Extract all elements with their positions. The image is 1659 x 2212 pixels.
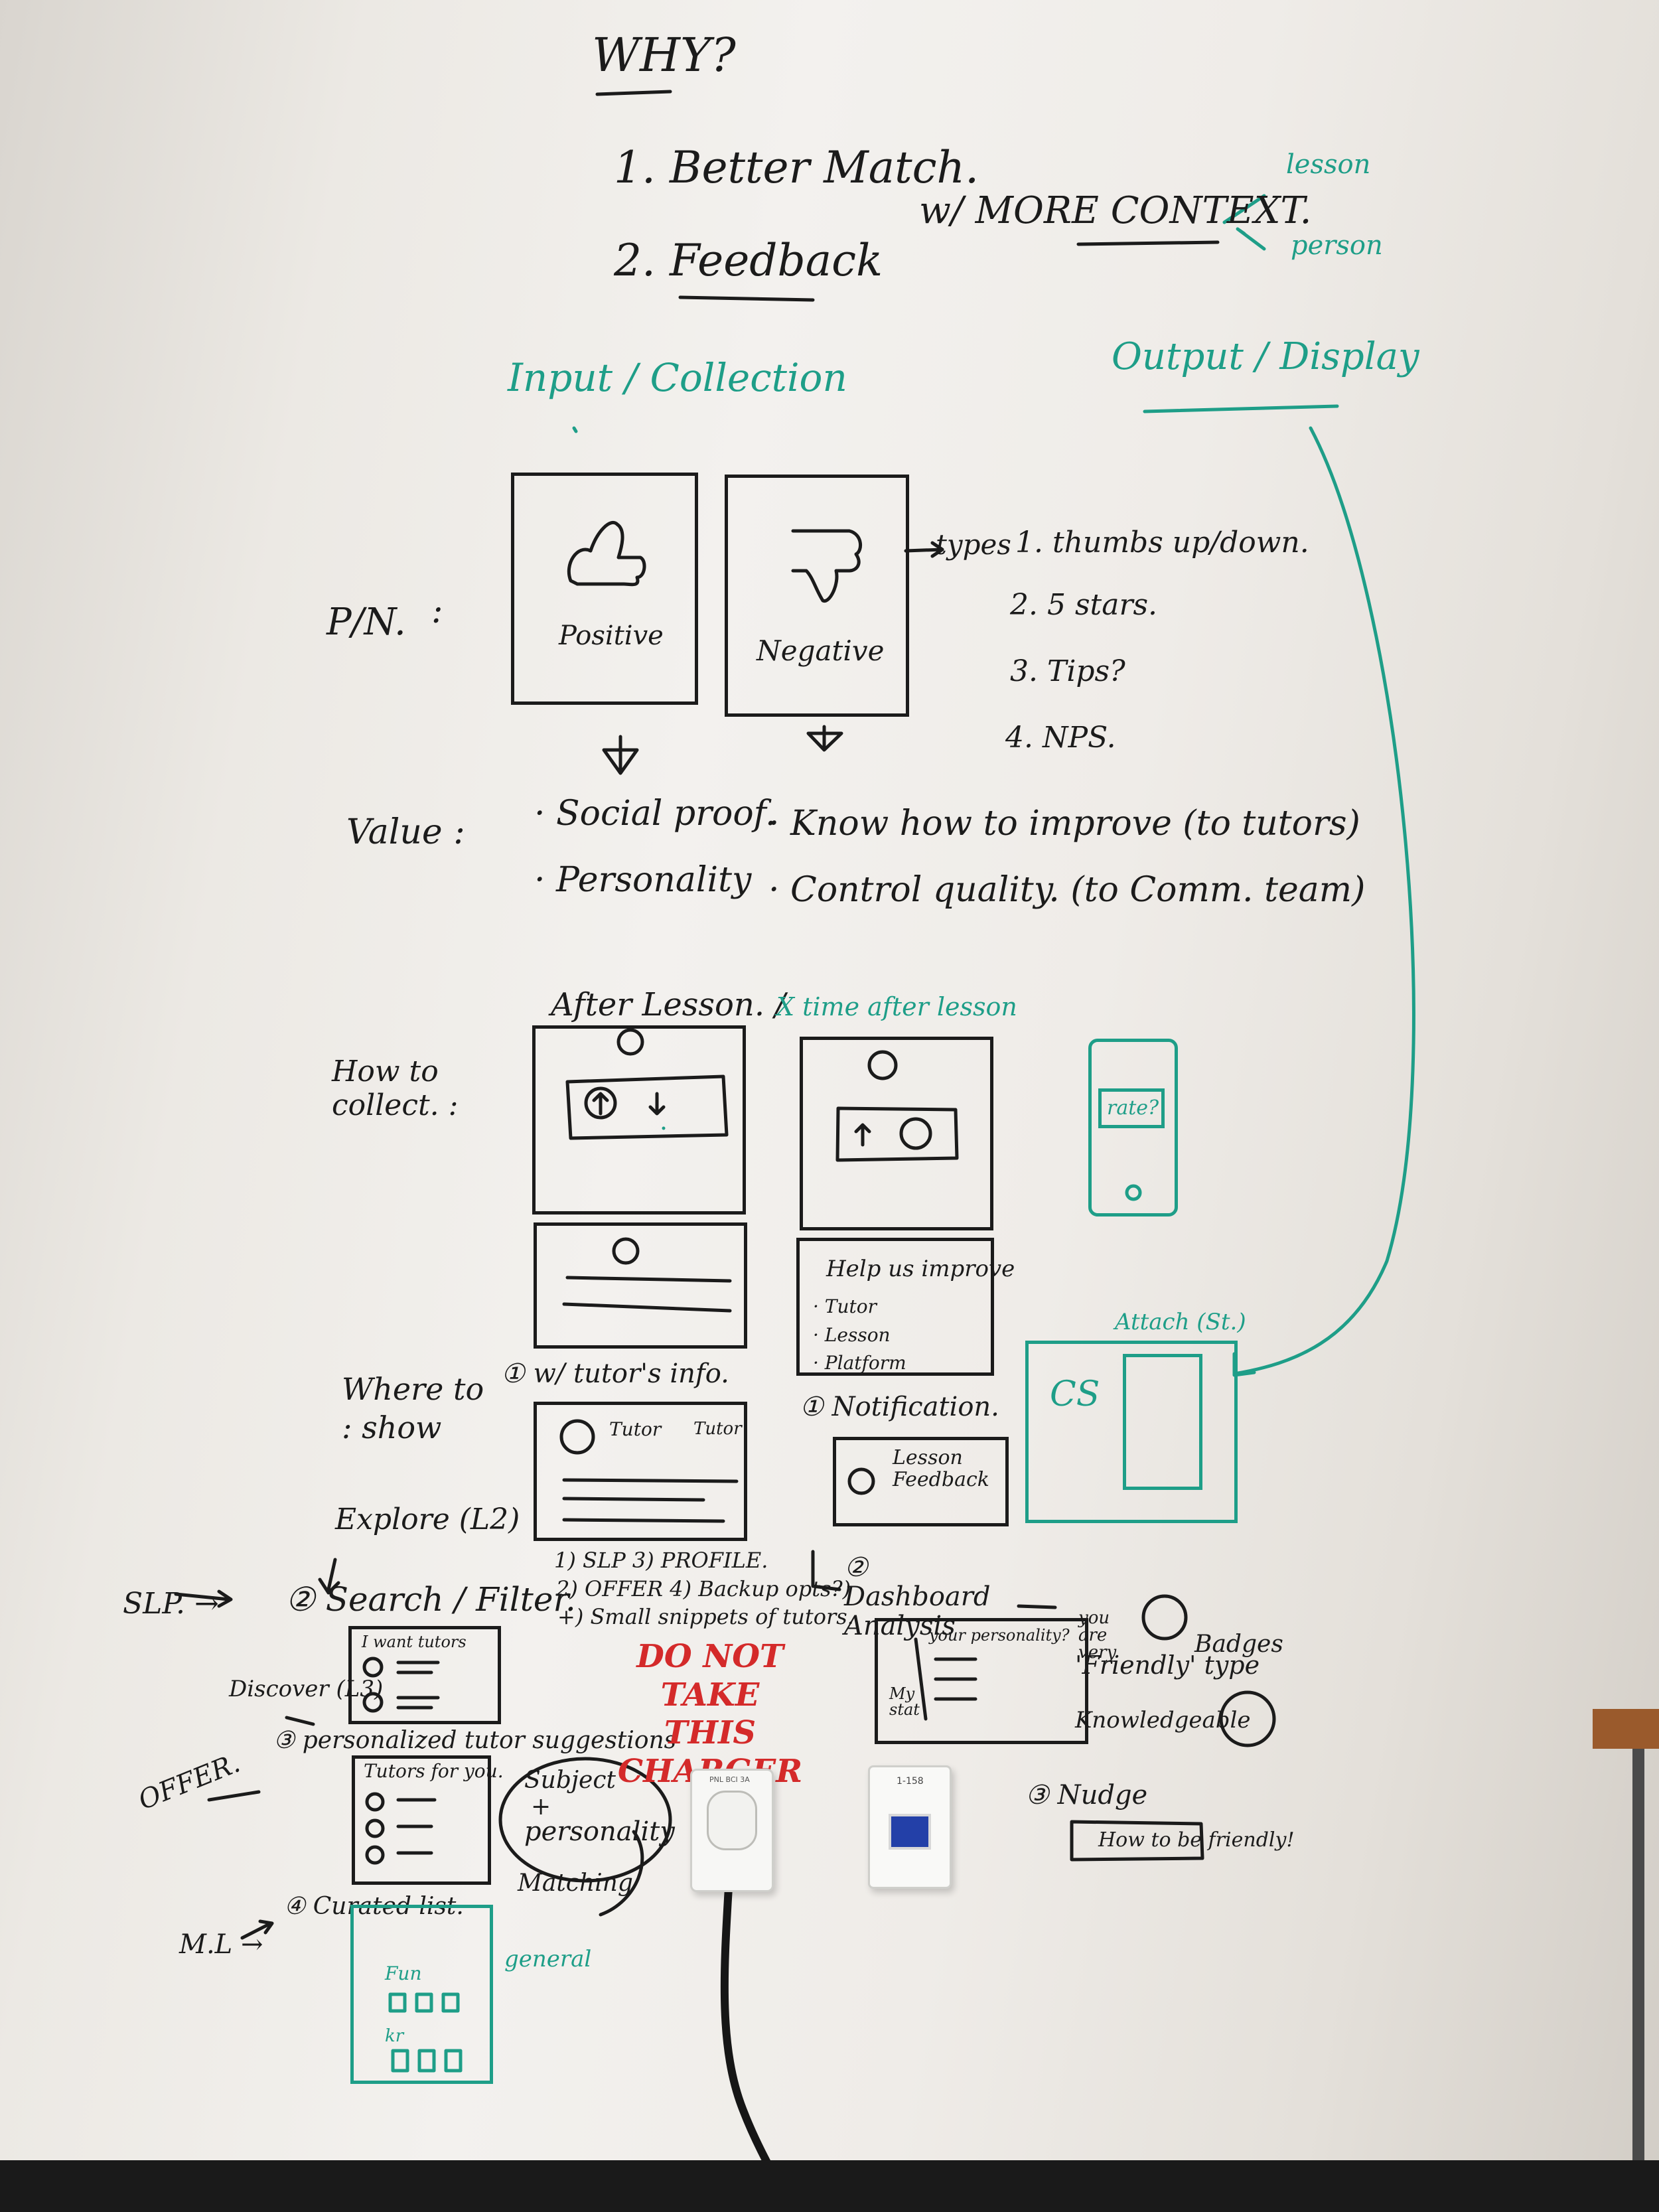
- value-item: · Social proof.: [534, 794, 776, 834]
- input-column-header: Input / Collection: [508, 355, 847, 400]
- why-reason: 1. Better Match.: [614, 142, 979, 193]
- cs-panel: [1025, 1341, 1238, 1523]
- attach-label: Attach (St.): [1115, 1309, 1246, 1335]
- help-row: · Platform: [813, 1352, 906, 1374]
- pn-label: P/N.: [326, 601, 406, 644]
- desk: [1593, 1709, 1659, 2174]
- general-label: general: [504, 1946, 592, 1972]
- help-improve-title: Help us improve: [826, 1256, 1015, 1282]
- cs-attached-card: [1123, 1354, 1202, 1490]
- help-improve-screen: [796, 1238, 994, 1376]
- tutor-card-name: Tutor: [609, 1418, 662, 1440]
- explore-label: Explore (L2): [335, 1503, 520, 1536]
- placement-item: +) Small snippets of tutors.: [557, 1604, 854, 1629]
- curated-kr-label: kr: [385, 2026, 404, 2046]
- rate-prompt-label: rate?: [1107, 1096, 1159, 1120]
- positive-card: [511, 473, 698, 705]
- network-jack-plate: 1-158: [868, 1765, 952, 1889]
- matching-label: Matching: [518, 1870, 633, 1897]
- tutor-info-card: [534, 1402, 747, 1541]
- plus-sign: +: [531, 1793, 551, 1820]
- jack-label: 1-158: [897, 1776, 924, 1787]
- types-label: types: [936, 528, 1011, 561]
- tutor-card-name: Tutor: [693, 1419, 742, 1439]
- show-label: Where to : show: [342, 1371, 484, 1445]
- type-item: 4. NPS.: [1005, 721, 1116, 755]
- lesson-feedback-label: Lesson Feedback: [893, 1446, 989, 1491]
- badges-label: Badges: [1194, 1631, 1283, 1658]
- discover-label: Discover (L3): [229, 1676, 384, 1702]
- desk-top: [1593, 1709, 1659, 1749]
- friendly-type-label: 'Friendly' type: [1075, 1651, 1260, 1680]
- after-lesson-thumbs-screen: [532, 1025, 746, 1215]
- x-time-label: X time after lesson: [776, 992, 1017, 1021]
- x-time-thumbs-screen: [800, 1037, 993, 1230]
- tutors-for-you-label: Tutors for you.: [364, 1760, 504, 1782]
- tutor-info-label: ① w/ tutor's info.: [501, 1359, 729, 1389]
- lesson-feedback-notification: [833, 1437, 1009, 1526]
- placement-item: 1) SLP 3) PROFILE.: [554, 1548, 768, 1573]
- charger-warning: DO NOT TAKE THIS CHARGER: [618, 1638, 802, 1790]
- ml-label: M.L →: [179, 1929, 263, 1960]
- positive-label: Positive: [559, 621, 664, 651]
- desk-leg: [1632, 1749, 1644, 2174]
- type-item: 3. Tips?: [1010, 654, 1125, 688]
- value-label: Value :: [346, 812, 465, 852]
- nudge-text: How to be friendly!: [1098, 1828, 1295, 1852]
- curated-list-sketch: [350, 1905, 493, 2084]
- placement-item: 2) OFFER 4) Backup opts?): [556, 1576, 851, 1601]
- subject-label: Subject: [524, 1767, 616, 1794]
- want-tutors-label: I want tutors: [362, 1633, 467, 1651]
- pn-colon: :: [431, 591, 443, 631]
- phone-sketch: [1088, 1039, 1178, 1217]
- negative-label: Negative: [757, 634, 885, 667]
- floor: [0, 2160, 1659, 2212]
- wall-outlet: PNL BCI 3A: [690, 1769, 774, 1892]
- context-branch-person: person: [1291, 230, 1383, 261]
- context-branch-lesson: lesson: [1286, 149, 1371, 180]
- collect-label: How to collect. :: [332, 1055, 459, 1122]
- value-item: · Know how to improve (to tutors): [768, 804, 1360, 844]
- subject-personality-bubble: [498, 1757, 672, 1883]
- notification-label: ① Notification.: [800, 1392, 999, 1422]
- value-item: · Personality: [534, 860, 752, 900]
- search-results-sketch: [348, 1626, 501, 1724]
- value-item: · Control quality. (to Comm. team): [768, 870, 1366, 910]
- rate-prompt: [1098, 1088, 1165, 1128]
- help-row: · Lesson: [813, 1324, 891, 1346]
- personalized-label: ③ personalized tutor suggestions: [273, 1727, 677, 1754]
- you-are-label: you are very: [1078, 1608, 1117, 1662]
- my-stat-label: My stat: [889, 1684, 920, 1719]
- cs-label: CS: [1050, 1374, 1100, 1414]
- context-note: w/ MORE CONTEXT.: [919, 189, 1312, 232]
- stars-screen: [534, 1222, 747, 1349]
- dashboard-label: ② Dashboard Analysis: [844, 1552, 991, 1641]
- after-lesson-label: After Lesson. /: [551, 986, 786, 1023]
- curated-fun-label: Fun: [385, 1962, 422, 1984]
- negative-card: [725, 475, 909, 717]
- tutors-for-you-sketch: [352, 1755, 491, 1885]
- search-filter-label: ② Search / Filter.: [285, 1580, 576, 1619]
- network-jack: [889, 1814, 931, 1850]
- slp-label: SLP. →: [123, 1587, 219, 1621]
- type-item: 1. thumbs up/down.: [1015, 526, 1309, 559]
- outlet-socket: [707, 1791, 757, 1850]
- why-reason: 2. Feedback: [614, 235, 883, 286]
- outlet-label: PNL BCI 3A: [709, 1775, 750, 1784]
- personality-prompt: your personality?: [929, 1626, 1070, 1645]
- dashboard-sketch: [875, 1618, 1088, 1744]
- nudge-label: ③ Nudge: [1025, 1780, 1148, 1810]
- type-item: 2. 5 stars.: [1010, 588, 1158, 622]
- output-column-header: Output / Display: [1112, 335, 1419, 378]
- knowledgeable-label: Knowledgeable: [1075, 1707, 1251, 1733]
- why-title: WHY?: [592, 28, 736, 82]
- personality-label: personality: [524, 1816, 675, 1847]
- help-row: · Tutor: [813, 1295, 877, 1317]
